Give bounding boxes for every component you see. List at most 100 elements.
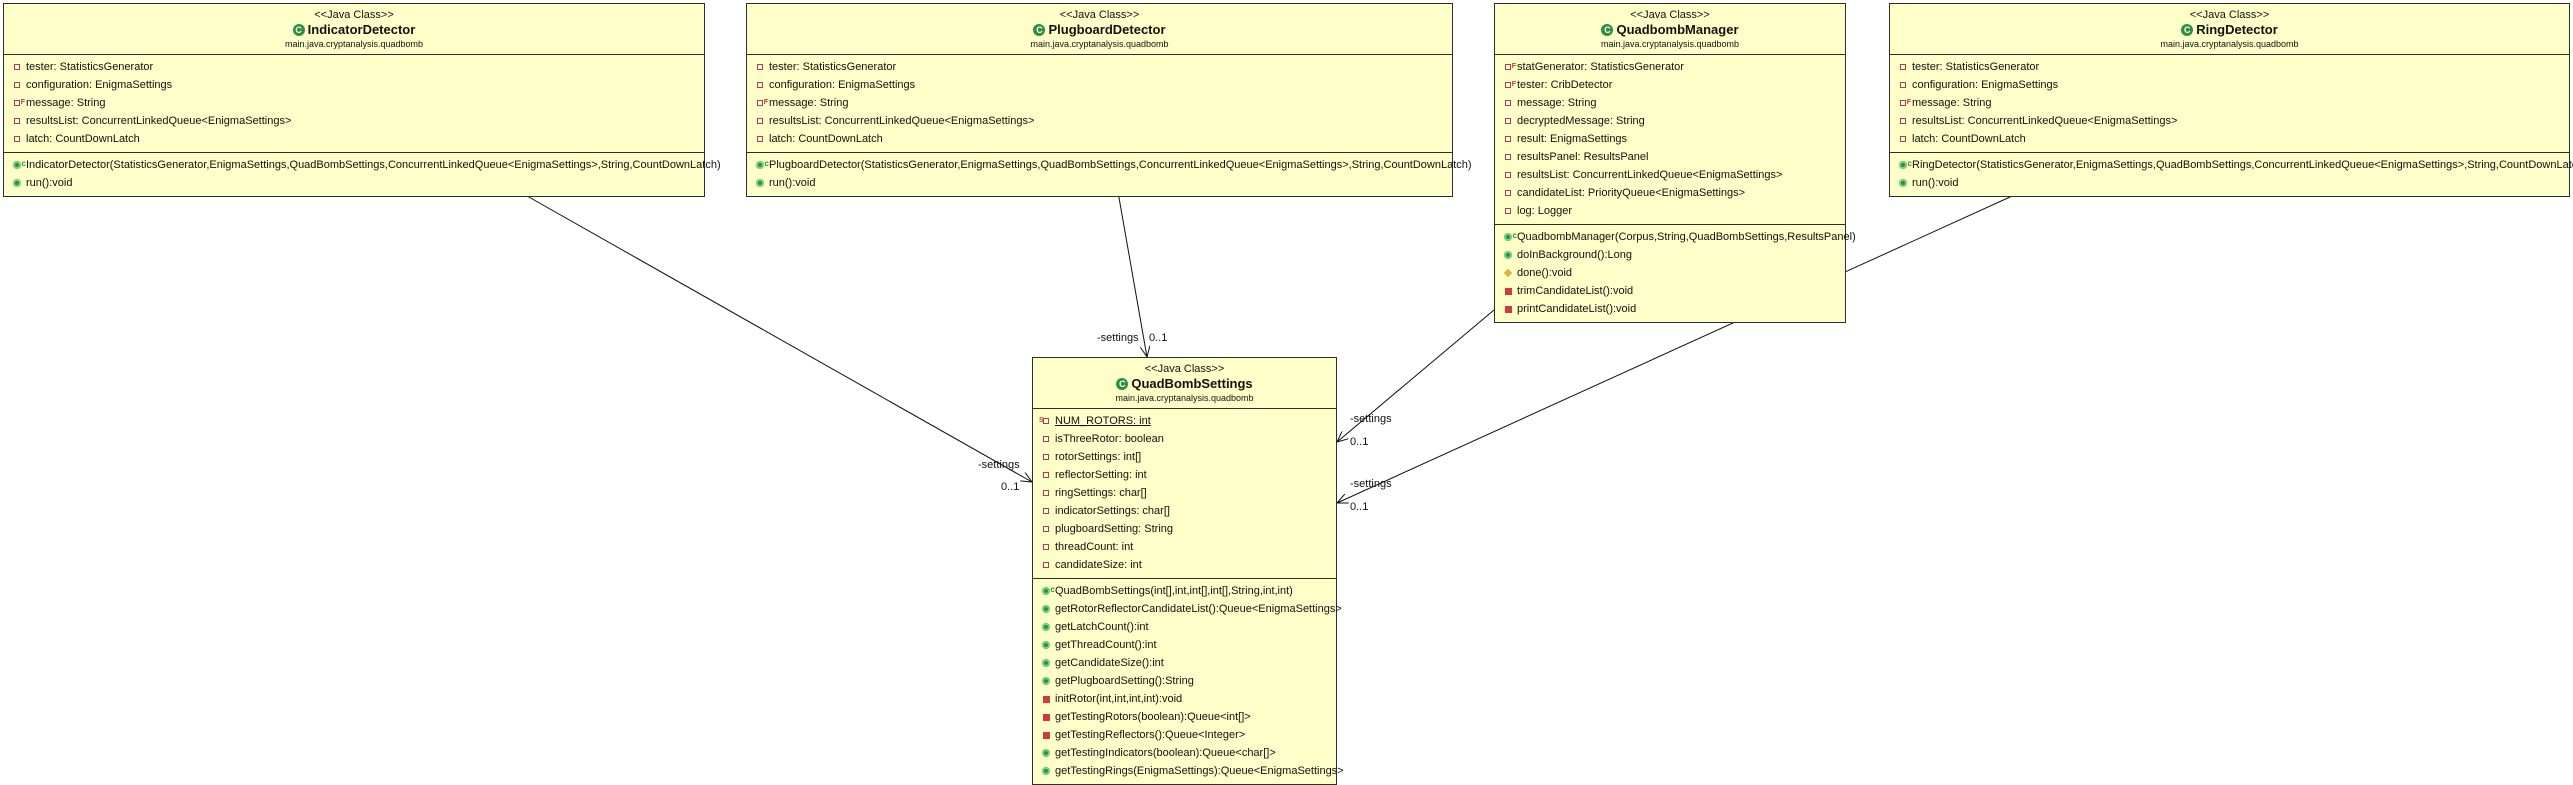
method-row: IndicatorDetector(StatisticsGenerator,En…	[4, 155, 721, 174]
field-text: resultsList: ConcurrentLinkedQueue<Enigm…	[769, 115, 1035, 127]
methods-section: RingDetector(StatisticsGenerator,EnigmaS…	[1890, 152, 2573, 196]
association-line	[1117, 191, 1147, 357]
method-text: printCandidateList():void	[1517, 303, 1637, 315]
field-row: indicatorSettings: char[]	[1033, 502, 1336, 520]
method-row: initRotor(int,int,int,int):void	[1033, 690, 1336, 708]
package-label: main.java.cryptanalysis.quadbomb	[1115, 393, 1254, 403]
private-visibility-icon	[12, 62, 22, 72]
private-visibility-icon	[1503, 152, 1513, 162]
field-row: latch: CountDownLatch	[4, 130, 704, 148]
method-row: done():void	[1495, 264, 1845, 282]
field-text: NUM_ROTORS: int	[1055, 415, 1151, 427]
role-label: -settings	[1350, 413, 1392, 425]
method-text: QuadBombSettings(int[],int,int[],int[],S…	[1055, 585, 1293, 597]
method-row: getThreadCount():int	[1033, 636, 1336, 654]
private-visibility-icon	[12, 134, 22, 144]
public-visibility-icon	[1041, 658, 1051, 668]
private-visibility-icon	[1041, 560, 1051, 570]
field-text: candidateList: PriorityQueue<EnigmaSetti…	[1517, 187, 1746, 199]
fields-section: NUM_ROTORS: int isThreeRotor: boolean roto…	[1033, 409, 1336, 578]
association-line	[1337, 309, 1495, 442]
public-visibility-icon	[1898, 155, 1912, 173]
method-text: getTestingReflectors():Queue<Integer>	[1055, 729, 1246, 741]
public-visibility-icon	[755, 178, 765, 188]
method-text: RingDetector(StatisticsGenerator,EnigmaS…	[1912, 159, 2573, 171]
field-row: statGenerator: StatisticsGenerator	[1495, 58, 1845, 76]
private-visibility-icon	[1041, 542, 1051, 552]
field-text: decryptedMessage: String	[1517, 115, 1645, 127]
field-text: rotorSettings: int[]	[1055, 451, 1142, 463]
private-visibility-icon	[1041, 712, 1051, 722]
method-text: trimCandidateList():void	[1517, 285, 1634, 297]
field-row: resultsList: ConcurrentLinkedQueue<Enigm…	[1495, 166, 1845, 184]
method-row: getLatchCount():int	[1033, 618, 1336, 636]
field-text: resultsPanel: ResultsPanel	[1517, 151, 1649, 163]
field-row: candidateSize: int	[1033, 556, 1336, 574]
method-row: RingDetector(StatisticsGenerator,EnigmaS…	[1890, 155, 2573, 174]
private-visibility-icon	[1898, 62, 1908, 72]
method-row: getTestingRotors(boolean):Queue<int[]>	[1033, 708, 1336, 726]
multiplicity-label: 0..1	[1350, 436, 1368, 448]
protected-visibility-icon	[1503, 268, 1513, 278]
field-text: configuration: EnigmaSettings	[26, 79, 173, 91]
field-text: statGenerator: StatisticsGenerator	[1517, 61, 1684, 73]
field-text: resultsList: ConcurrentLinkedQueue<Enigm…	[1517, 169, 1783, 181]
field-row: result: EnigmaSettings	[1495, 130, 1845, 148]
multiplicity-label: 0..1	[1001, 481, 1019, 493]
private-visibility-icon	[1041, 488, 1051, 498]
field-text: configuration: EnigmaSettings	[769, 79, 916, 91]
method-row: PlugboardDetector(StatisticsGenerator,En…	[747, 155, 1472, 174]
field-row: message: String	[4, 94, 704, 112]
field-text: latch: CountDownLatch	[769, 133, 883, 145]
stereotype-label: <<Java Class>>	[2189, 9, 2270, 21]
methods-section: QuadbombManager(Corpus,String,QuadBombSe…	[1495, 224, 1856, 322]
field-text: tester: CribDetector	[1517, 79, 1613, 91]
class-icon: C	[1116, 378, 1129, 390]
stereotype-label: <<Java Class>>	[1144, 363, 1225, 375]
package-label: main.java.cryptanalysis.quadbomb	[1030, 39, 1169, 49]
methods-section: PlugboardDetector(StatisticsGenerator,En…	[747, 152, 1472, 196]
private-visibility-icon	[755, 94, 768, 112]
method-row: run():void	[1890, 174, 2569, 192]
class-name: QuadbombManager	[1616, 22, 1739, 37]
method-text: getPlugboardSetting():String	[1055, 675, 1194, 687]
private-visibility-icon	[1503, 76, 1516, 94]
method-text: doInBackground():Long	[1517, 249, 1632, 261]
field-row: configuration: EnigmaSettings	[1890, 76, 2569, 94]
class-name: QuadBombSettings	[1131, 376, 1253, 391]
methods-section: QuadBombSettings(int[],int,int[],int[],S…	[1033, 578, 1344, 784]
method-text: getTestingIndicators(boolean):Queue<char…	[1055, 747, 1276, 759]
method-row: getTestingRings(EnigmaSettings):Queue<En…	[1033, 762, 1344, 780]
private-visibility-icon	[755, 116, 765, 126]
stereotype-label: <<Java Class>>	[314, 9, 394, 21]
method-row: getPlugboardSetting():String	[1033, 672, 1336, 690]
private-visibility-icon	[1503, 188, 1513, 198]
method-row: QuadbombManager(Corpus,String,QuadBombSe…	[1495, 227, 1856, 246]
field-row: configuration: EnigmaSettings	[4, 76, 704, 94]
public-visibility-icon	[12, 178, 22, 188]
private-visibility-icon	[1503, 286, 1513, 296]
role-label: -settings	[978, 459, 1020, 471]
methods-section: IndicatorDetector(StatisticsGenerator,En…	[4, 152, 721, 196]
field-text: message: String	[769, 97, 849, 109]
private-visibility-icon	[1041, 470, 1051, 480]
field-row: rotorSettings: int[]	[1033, 448, 1336, 466]
method-text: getThreadCount():int	[1055, 639, 1157, 651]
method-row: doInBackground():Long	[1495, 246, 1845, 264]
field-row: reflectorSetting: int	[1033, 466, 1336, 484]
method-row: run():void	[747, 174, 1452, 192]
field-row: message: String	[1890, 94, 2569, 112]
private-visibility-icon	[1898, 134, 1908, 144]
public-visibility-icon	[1041, 622, 1051, 632]
private-visibility-icon	[755, 80, 765, 90]
field-row: isThreeRotor: boolean	[1033, 430, 1336, 448]
method-row: getTestingReflectors():Queue<Integer>	[1033, 726, 1336, 744]
